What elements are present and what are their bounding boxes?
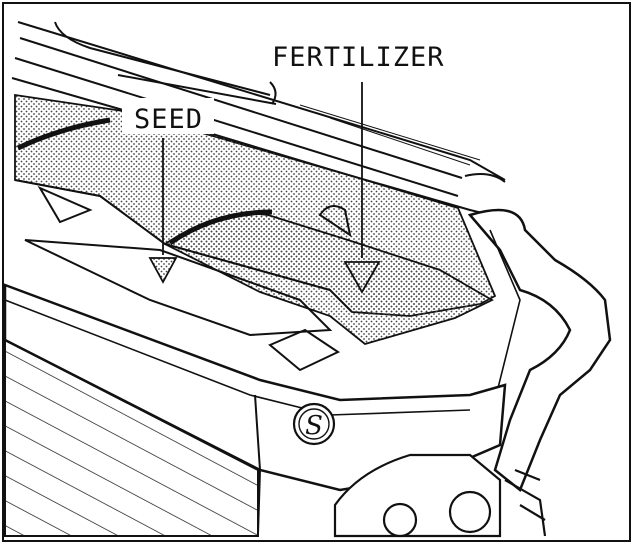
logo-letter: S xyxy=(305,411,323,441)
seed-label-bg xyxy=(122,98,214,134)
divider-board xyxy=(168,209,273,246)
end-plate xyxy=(467,208,612,493)
hopper-lip xyxy=(14,179,353,372)
seed-label: SEED xyxy=(134,104,203,135)
fertilizer-pointer xyxy=(343,82,381,294)
seed-pointer xyxy=(148,138,178,284)
logo-badge xyxy=(292,402,336,446)
divider-board-rear xyxy=(16,117,111,151)
lower-shield-hatched xyxy=(4,338,259,537)
metering-drive xyxy=(333,453,547,538)
fertilizer-label: FERTILIZER xyxy=(272,42,445,73)
